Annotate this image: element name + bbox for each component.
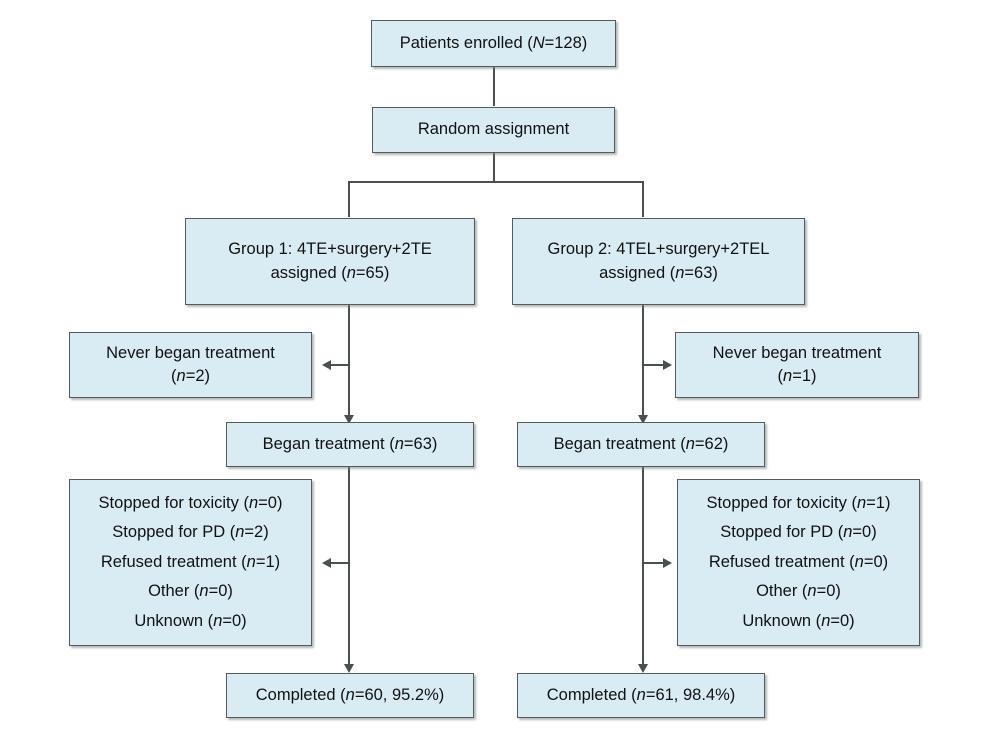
node-line: Unknown (n=0): [134, 611, 247, 630]
node-began-treatment-right: Began treatment (n=62): [517, 422, 765, 467]
arrow-began-right-to-completed: [638, 664, 648, 673]
arrow-group1-to-began: [344, 415, 354, 424]
node-group-2: Group 2: 4TEL+surgery+2TEL assigned (n=6…: [512, 218, 805, 305]
node-began-treatment-left: Began treatment (n=63): [226, 422, 474, 467]
node-line: (n=2): [171, 367, 210, 385]
connector-group2-spine: [642, 304, 644, 418]
node-line: Never began treatment: [712, 343, 882, 362]
arrow-discontinued-left: [322, 558, 331, 568]
node-random-assignment: Random assignment: [372, 107, 615, 153]
arrow-group2-to-began: [638, 415, 648, 424]
node-completed-left: Completed (n=60, 95.2%): [226, 673, 474, 718]
arrow-discontinued-right: [663, 558, 672, 568]
node-line: Began treatment (n=62): [553, 434, 729, 453]
node-line: Never began treatment: [106, 343, 275, 362]
connector-began-right-to-discontinued: [644, 562, 664, 564]
arrow-never-began-right: [663, 360, 672, 370]
node-line: Stopped for PD (n=0): [720, 523, 877, 542]
node-line: Refused treatment (n=1): [100, 552, 281, 571]
node-group-1: Group 1: 4TE+surgery+2TE assigned (n=65): [185, 218, 475, 305]
node-never-began-treatment-right: Never began treatment (n=1): [675, 332, 919, 398]
node-line: assigned (n=63): [599, 263, 718, 282]
node-line: (n=1): [777, 367, 817, 385]
node-line: Refused treatment (n=0): [708, 552, 889, 571]
node-line: Unknown (n=0): [742, 611, 855, 630]
node-line: Random assignment: [417, 120, 570, 139]
node-line: Other (n=0): [148, 582, 233, 601]
node-line: Other (n=0): [756, 582, 841, 601]
node-patients-enrolled: Patients enrolled (N=128): [371, 20, 616, 67]
node-line: assigned (n=65): [270, 263, 390, 282]
node-line: Completed (n=60, 95.2%): [255, 685, 445, 704]
node-line: Group 1: 4TE+surgery+2TE: [228, 240, 432, 259]
connector-group2-to-never-began: [644, 364, 664, 366]
connector-began-right-spine: [642, 467, 644, 667]
connector-enrolled-to-random: [493, 66, 495, 106]
node-line: Group 2: 4TEL+surgery+2TEL: [547, 240, 770, 259]
connector-random-stem: [493, 152, 495, 182]
node-discontinued-right: Stopped for toxicity (n=1) Stopped for P…: [677, 479, 920, 646]
node-line: Stopped for toxicity (n=1): [706, 493, 891, 512]
connector-group1-spine: [348, 304, 350, 418]
node-line: Stopped for toxicity (n=0): [98, 493, 283, 512]
arrow-began-left-to-completed: [344, 664, 354, 673]
connector-began-left-spine: [348, 467, 350, 667]
node-line: Completed (n=61, 98.4%): [546, 685, 736, 704]
node-never-began-treatment-left: Never began treatment (n=2): [69, 332, 312, 398]
node-discontinued-left: Stopped for toxicity (n=0) Stopped for P…: [69, 479, 312, 646]
node-line: Stopped for PD (n=2): [112, 523, 269, 542]
connector-split-bus: [348, 181, 644, 183]
node-completed-right: Completed (n=61, 98.4%): [517, 673, 765, 718]
connector-began-left-to-discontinued: [330, 562, 350, 564]
node-line: Patients enrolled (N=128): [399, 33, 588, 52]
connector-split-right-drop: [642, 181, 644, 217]
connector-group1-to-never-began: [330, 364, 350, 366]
node-line: Began treatment (n=63): [262, 434, 438, 453]
connector-split-left-drop: [348, 181, 350, 217]
arrow-never-began-left: [322, 360, 331, 370]
